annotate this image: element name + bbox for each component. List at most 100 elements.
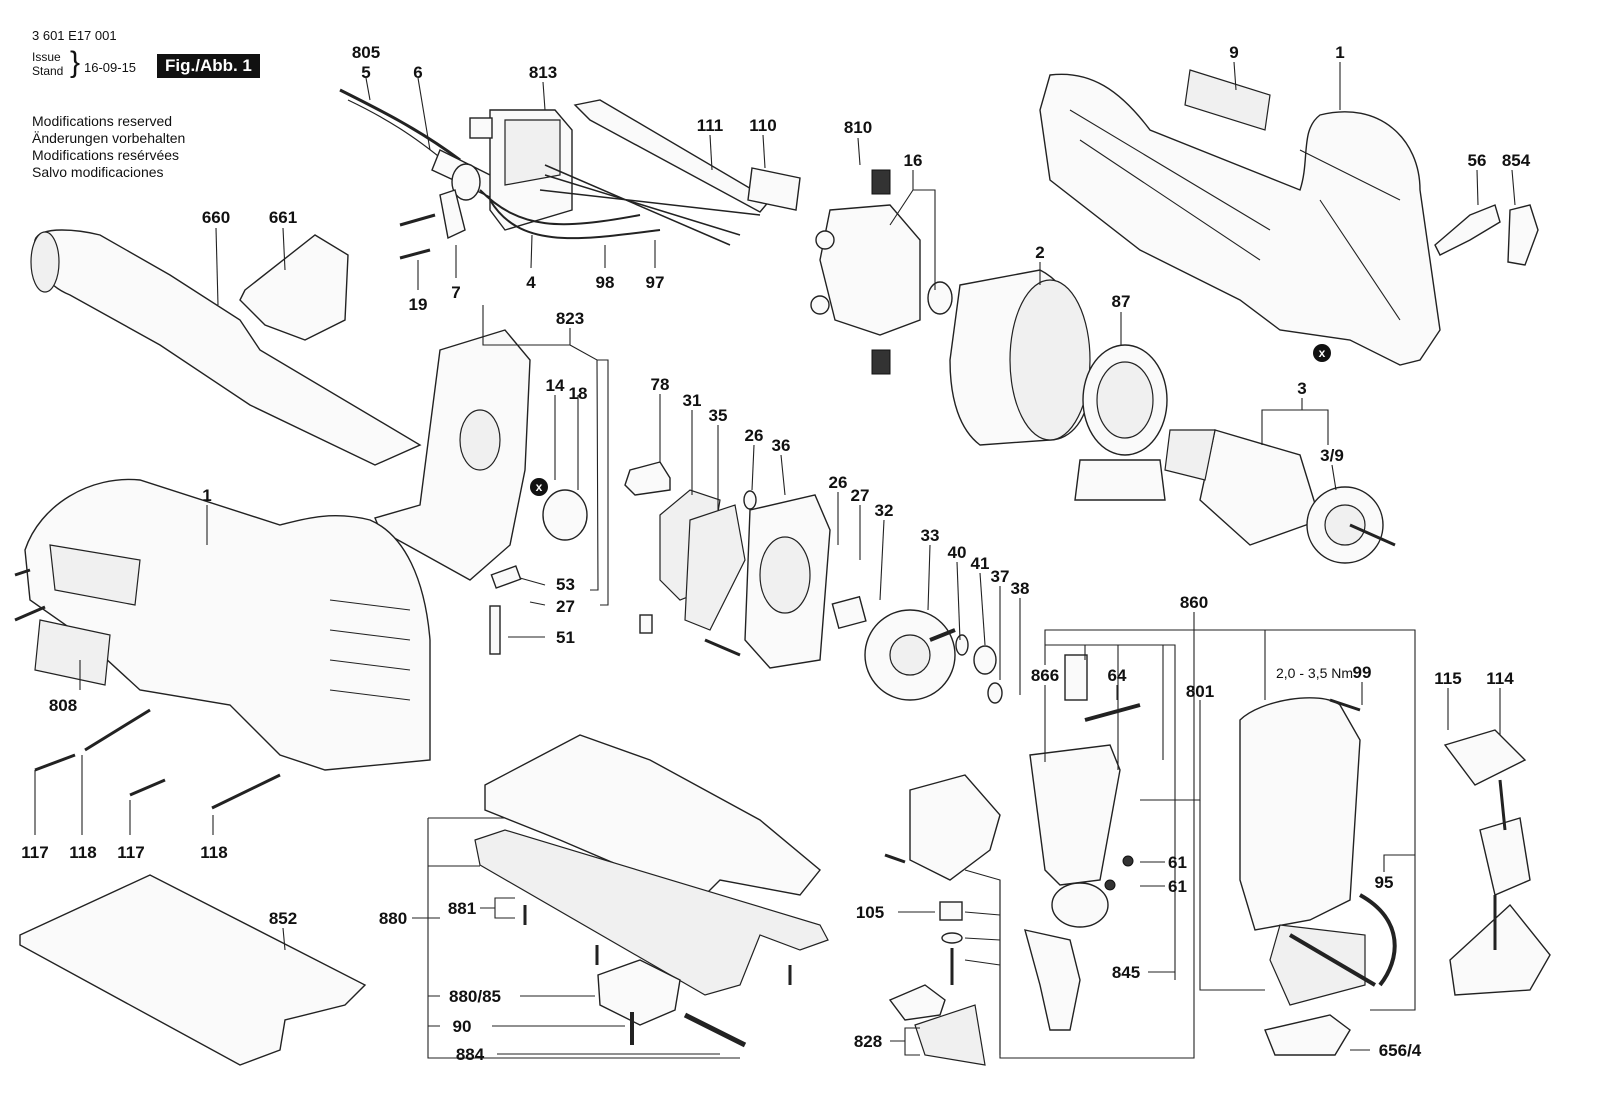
nameplate-part — [34, 619, 111, 686]
x-marker-1-label: x — [536, 480, 543, 494]
roller-part — [490, 565, 522, 589]
callout-3: 3 — [1297, 379, 1306, 398]
callout-118a: 118 — [69, 843, 96, 862]
bearing-41-part — [973, 645, 997, 675]
callout-852: 852 — [269, 909, 297, 928]
callout-805: 805 — [352, 43, 380, 62]
callout-860: 860 — [1180, 593, 1208, 612]
callout-5: 5 — [361, 63, 370, 82]
seal-plate-part — [684, 504, 746, 631]
callout-32: 32 — [875, 501, 894, 520]
callout-845: 845 — [1112, 963, 1140, 982]
switch-part — [469, 109, 761, 246]
callout-40: 40 — [948, 543, 967, 562]
pin-part — [489, 605, 501, 655]
callout-801: 801 — [1186, 682, 1214, 701]
electronics-module-part — [1443, 729, 1551, 996]
callout-95: 95 — [1375, 873, 1394, 892]
callout-114: 114 — [1486, 669, 1514, 688]
x-marker-2 — [1313, 344, 1331, 362]
callout-7: 7 — [451, 283, 460, 302]
housing-half-right-part — [1039, 73, 1441, 366]
bearing-holder-part — [1074, 344, 1168, 501]
field-coil-part — [949, 269, 1091, 446]
washer-40-part — [955, 634, 969, 656]
callout-661: 661 — [269, 208, 297, 227]
bearing-block-bore — [759, 536, 811, 614]
callout-61b: 61 — [1168, 877, 1187, 896]
base-plate-lower-part — [474, 829, 829, 996]
base-plate-part — [484, 734, 821, 901]
main-gear-hub — [889, 634, 931, 676]
callout-884: 884 — [456, 1045, 485, 1064]
armature-part — [1164, 429, 1396, 564]
callout-26a: 26 — [745, 426, 764, 445]
note-de: Änderungen vorbehalten — [32, 130, 186, 146]
misc-screws — [399, 189, 1361, 985]
callout-36: 36 — [772, 436, 791, 455]
callout-6: 6 — [413, 63, 422, 82]
callout-78: 78 — [651, 375, 670, 394]
callout-38: 38 — [1011, 579, 1030, 598]
x-marker-1 — [530, 478, 548, 496]
cable-guide-part — [573, 99, 772, 213]
guide-roller-parts — [888, 774, 1001, 1066]
callout-660: 660 — [202, 208, 230, 227]
x-marker-2-label: x — [1319, 346, 1326, 360]
torque-spec: 2,0 - 3,5 Nm — [1276, 665, 1353, 681]
spring-ring-part — [542, 489, 588, 541]
stand-label: Stand — [32, 64, 64, 78]
housing-detail-lines — [1069, 109, 1401, 321]
callout-810: 810 — [844, 118, 872, 137]
callout-31: 31 — [683, 391, 702, 410]
screws-lower-left — [14, 568, 281, 810]
callout-2: 2 — [1035, 243, 1044, 262]
gear-housing-part — [374, 329, 531, 581]
callout-110: 110 — [749, 116, 776, 135]
callout-37: 37 — [991, 567, 1010, 586]
callout-111: 111 — [697, 116, 724, 135]
callout-87: 87 — [1112, 292, 1131, 311]
base-protection-plate-part — [19, 874, 367, 1066]
callout-117a: 117 — [21, 843, 48, 862]
callout-118b: 118 — [200, 843, 227, 862]
callout-51: 51 — [556, 628, 575, 647]
modification-notes: Modifications reserved Änderungen vorbeh… — [32, 113, 185, 181]
note-es: Salvo modificaciones — [32, 164, 164, 180]
document-number: 3 601 E17 001 — [32, 28, 117, 43]
clamp-block-part — [597, 959, 681, 1026]
note-fr: Modifications resérvées — [32, 147, 180, 163]
dust-cover-part — [239, 234, 349, 341]
gear-case-part — [1239, 697, 1397, 1056]
callout-4: 4 — [526, 273, 536, 292]
callout-35: 35 — [709, 406, 728, 425]
callout-97: 97 — [646, 273, 665, 292]
callout-41: 41 — [971, 554, 990, 573]
leader-lines — [34, 61, 1516, 1059]
callout-1-left: 1 — [202, 486, 211, 505]
power-cord-part — [339, 88, 501, 201]
callout-26b: 26 — [829, 473, 848, 492]
label-plate-part — [747, 167, 801, 211]
callout-64: 64 — [1108, 666, 1127, 685]
callout-99: 99 — [1353, 663, 1372, 682]
callout-881: 881 — [448, 899, 476, 918]
brace-glyph: } — [70, 46, 81, 79]
callout-828: 828 — [854, 1032, 882, 1051]
callout-14: 14 — [546, 376, 565, 395]
callout-61a: 61 — [1168, 853, 1187, 872]
callout-866: 866 — [1031, 666, 1059, 685]
callout-90: 90 — [453, 1017, 472, 1036]
callout-9: 9 — [1229, 43, 1238, 62]
callout-808: 808 — [49, 696, 77, 715]
washer-part — [743, 490, 757, 510]
needle-bearing-part — [831, 595, 867, 630]
callout-117b: 117 — [117, 843, 144, 862]
callout-18: 18 — [569, 384, 588, 403]
lever-56-part — [1434, 204, 1501, 256]
callout-98: 98 — [596, 273, 615, 292]
issue-stand-labels: Issue Stand — [32, 50, 63, 78]
issue-date: 16-09-15 — [84, 60, 137, 75]
callout-19: 19 — [409, 295, 428, 314]
issue-label: Issue — [32, 50, 61, 64]
